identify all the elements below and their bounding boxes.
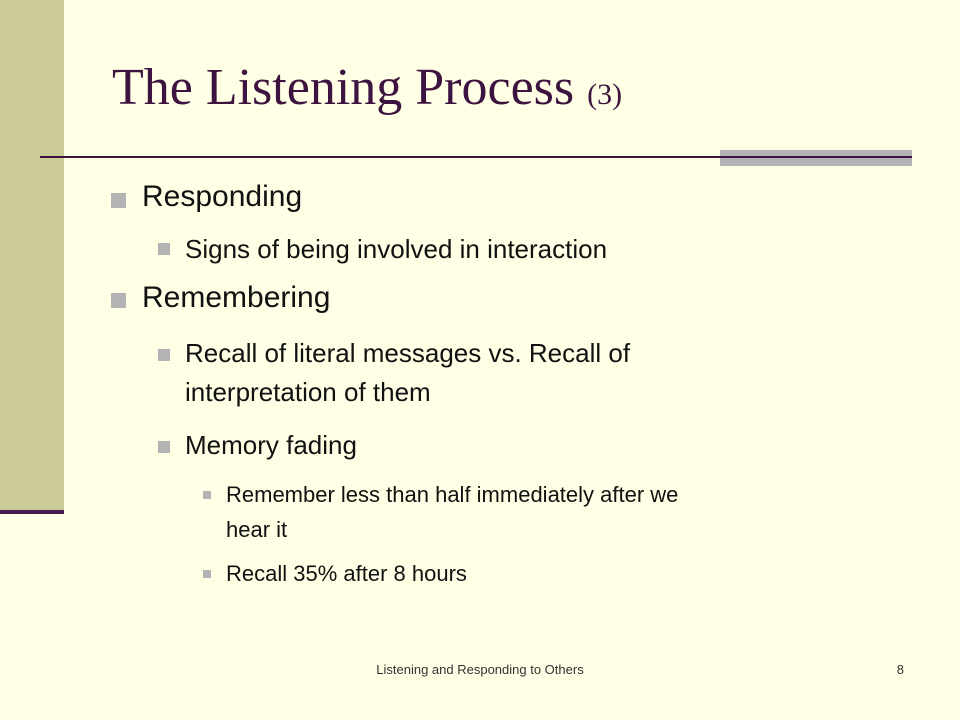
bullet-square-icon (158, 243, 170, 255)
slide-footer: Listening and Responding to Others (376, 662, 584, 677)
left-decorative-band (0, 0, 64, 510)
bullet-memory-fading: Memory fading (185, 430, 357, 460)
bullet-recall-35: Recall 35% after 8 hours (226, 561, 467, 586)
bullet-remembering: Remembering (142, 281, 331, 314)
bullet-square-icon (158, 441, 170, 453)
title-divider-accent (720, 150, 912, 166)
bullet-recall-literal-line2: interpretation of them (185, 377, 431, 407)
page-number: 8 (896, 662, 904, 677)
slide-title-main: The Listening Process (112, 59, 588, 116)
bullet-remember-less-line1: Remember less than half immediately afte… (226, 482, 679, 507)
bullet-signs-involved: Signs of being involved in interaction (185, 234, 608, 264)
title-divider-line (40, 156, 912, 158)
slide-title-sub: (3) (587, 78, 623, 111)
bullet-square-icon (203, 570, 211, 578)
bullet-square-icon (111, 193, 126, 208)
left-band-edge-line (0, 510, 64, 514)
bullet-square-icon (203, 491, 211, 499)
bullet-remember-less-line2: hear it (226, 517, 288, 542)
bullet-square-icon (111, 293, 126, 308)
bullet-responding: Responding (142, 180, 303, 213)
bullet-square-icon (158, 349, 170, 361)
slide-title: The Listening Process (3) (112, 62, 622, 114)
bullet-recall-literal-line1: Recall of literal messages vs. Recall of (185, 338, 631, 368)
